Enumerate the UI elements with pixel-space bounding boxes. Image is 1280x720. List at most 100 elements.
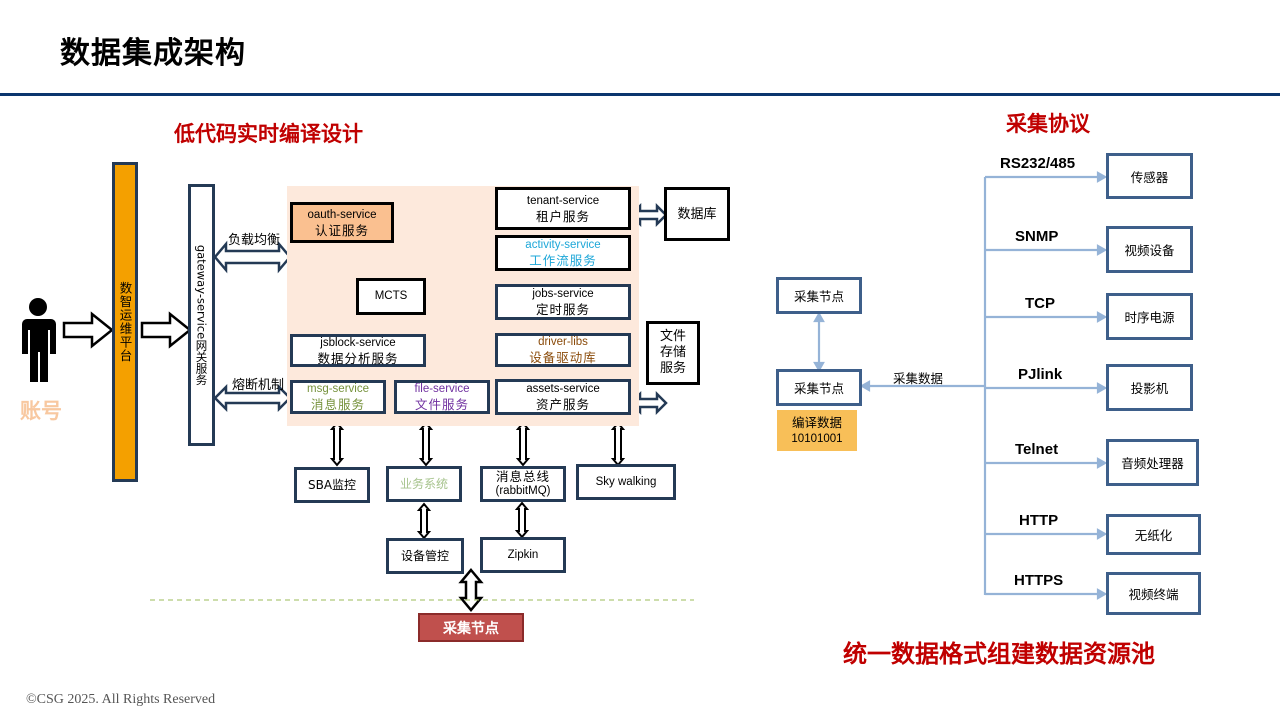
protocol-label: PJlink	[1018, 366, 1063, 383]
jsblock-service-box[interactable]: jsblock-service 数据分析服务	[290, 334, 426, 367]
compile-line: 编译数据	[791, 414, 842, 430]
skywalking-label: Sky walking	[595, 475, 657, 488]
device-label: 音频处理器	[1121, 456, 1184, 471]
driver-en: driver-libs	[538, 336, 588, 348]
file-business-arrow	[418, 421, 434, 467]
jobs-service-box[interactable]: jobs-service 定时服务	[495, 284, 631, 320]
oauth-service-box[interactable]: oauth-service 认证服务	[290, 202, 394, 243]
device-label: 视频终端	[1128, 587, 1179, 602]
bus-line: (rabbitMQ)	[495, 485, 551, 497]
driver-libs-box[interactable]: driver-libs 设备驱动库	[495, 333, 631, 367]
oauth-en: oauth-service	[307, 208, 377, 221]
device-control-box[interactable]: 设备管控	[386, 538, 464, 574]
device-box[interactable]: 音频处理器	[1106, 439, 1199, 486]
summary-heading: 统一数据格式组建数据资源池	[843, 640, 1155, 668]
driver-zh: 设备驱动库	[529, 350, 597, 365]
collect-node-button[interactable]: 采集节点	[418, 613, 524, 642]
database-box[interactable]: 数据库	[664, 187, 730, 241]
assets-service-box[interactable]: assets-service 资产服务	[495, 379, 631, 415]
device-box[interactable]: 投影机	[1106, 364, 1193, 411]
device-label: 视频设备	[1124, 243, 1175, 258]
device-label: 传感器	[1130, 169, 1169, 185]
collect-node-top[interactable]: 采集节点	[776, 277, 862, 314]
protocol-arrowhead	[1096, 382, 1108, 394]
jobs-en: jobs-service	[532, 288, 594, 300]
load-balance-label: 负载均衡	[228, 233, 281, 248]
protocol-label: Telnet	[1015, 441, 1059, 458]
database-label: 数据库	[677, 206, 717, 222]
business-system-box[interactable]: 业务系统	[386, 466, 462, 502]
message-bus-box[interactable]: 消息总线 (rabbitMQ)	[480, 466, 566, 502]
jsblock-zh: 数据分析服务	[317, 350, 399, 366]
activity-service-box[interactable]: activity-service 工作流服务	[495, 235, 631, 271]
file-storage-line: 存储	[659, 345, 686, 360]
protocol-label: RS232/485	[1000, 155, 1076, 172]
protocol-arrowhead	[1096, 171, 1108, 183]
tenant-service-box[interactable]: tenant-service 租户服务	[495, 187, 631, 230]
device-box[interactable]: 视频终端	[1106, 572, 1201, 615]
skywalking-arrow	[610, 421, 626, 467]
mcts-box[interactable]: MCTS	[356, 278, 426, 315]
compile-line: 10101001	[791, 432, 843, 445]
device-box[interactable]: 无纸化	[1106, 514, 1201, 555]
node-top-label: 采集节点	[793, 289, 844, 304]
mcts-label: MCTS	[374, 290, 408, 302]
protocol-label: SNMP	[1015, 228, 1059, 245]
protocol-arrowhead	[1096, 528, 1108, 540]
device-control-label: 设备管控	[400, 548, 449, 563]
device-box[interactable]: 时序电源	[1106, 293, 1193, 340]
assets-arrow	[629, 390, 668, 416]
collect-node-label: 采集节点	[443, 620, 499, 637]
tenant-en: tenant-service	[526, 194, 600, 207]
arrow-platform-to-gateway	[140, 311, 193, 349]
assets-en: assets-service	[526, 383, 600, 395]
sba-label: SBA监控	[307, 477, 357, 492]
assets-bus-arrow	[515, 421, 531, 467]
business-device-arrow	[416, 502, 432, 540]
gateway-label: gateway-service网关服务	[194, 244, 209, 386]
sba-monitor-box[interactable]: SBA监控	[294, 467, 370, 503]
assets-zh: 资产服务	[535, 397, 590, 412]
jobs-zh: 定时服务	[535, 302, 590, 317]
file-storage-line: 文件	[659, 329, 686, 344]
skywalking-box[interactable]: Sky walking	[576, 464, 676, 500]
device-collect-arrow	[458, 568, 484, 612]
protocol-arrowhead	[1096, 588, 1108, 600]
device-box[interactable]: 视频设备	[1106, 226, 1193, 273]
gateway-service-box[interactable]: gateway-service网关服务	[188, 184, 215, 446]
zipkin-label: Zipkin	[507, 548, 539, 561]
device-label: 时序电源	[1124, 310, 1175, 325]
platform-bar[interactable]: 数智运维平台	[112, 162, 138, 482]
footer-copyright: ©CSG 2025. All Rights Reserved	[26, 692, 216, 707]
low-code-heading: 低代码实时编译设计	[174, 122, 363, 146]
oauth-zh: 认证服务	[314, 222, 369, 238]
msg-en: msg-service	[307, 383, 369, 395]
collect-data-label: 采集数据	[893, 371, 944, 386]
platform-label: 数智运维平台	[117, 281, 133, 363]
page-title: 数据集成架构	[60, 36, 246, 71]
device-label: 投影机	[1130, 381, 1169, 396]
protocol-heading: 采集协议	[1006, 112, 1090, 136]
account-label: 账号	[20, 399, 62, 423]
collect-node-bottom[interactable]: 采集节点	[776, 369, 862, 406]
zipkin-box[interactable]: Zipkin	[480, 537, 566, 573]
bus-zipkin-arrow	[514, 501, 530, 539]
msg-sba-arrow	[329, 421, 345, 467]
msg-service-box[interactable]: msg-service 消息服务	[290, 380, 386, 414]
person-icon	[22, 298, 56, 382]
activity-en: activity-service	[525, 239, 601, 251]
tenant-zh: 租户服务	[535, 208, 590, 224]
node-bottom-label: 采集节点	[793, 381, 844, 396]
protocol-label: TCP	[1025, 295, 1055, 312]
circuit-breaker-label: 熔断机制	[232, 378, 285, 393]
protocol-arrowhead	[1096, 244, 1108, 256]
header-divider	[0, 93, 1280, 96]
protocol-arrowhead	[1096, 457, 1108, 469]
file-storage-box[interactable]: 文件 存储 服务	[646, 321, 700, 385]
file-service-box[interactable]: file-service 文件服务	[394, 380, 490, 414]
protocol-arrowhead	[1096, 311, 1108, 323]
device-box[interactable]: 传感器	[1106, 153, 1193, 199]
arrow-person-to-platform	[62, 311, 115, 349]
jsblock-en: jsblock-service	[320, 336, 396, 349]
